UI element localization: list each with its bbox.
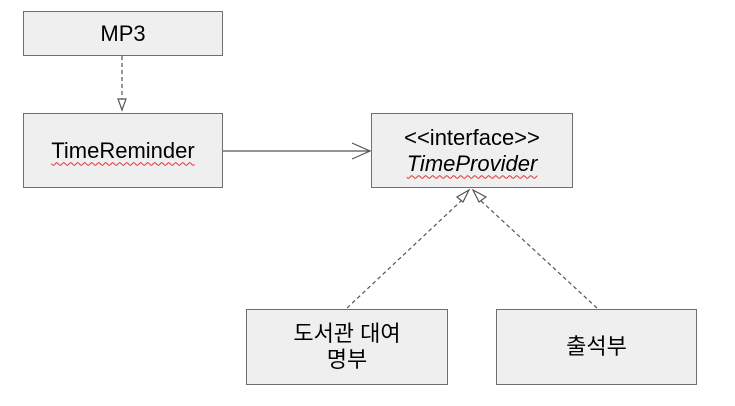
arrowhead-attendance-to-timeprovider: [471, 188, 488, 203]
node-timeprovider-label: TimeProvider: [406, 150, 538, 176]
edge-attendance-to-timeprovider: [479, 199, 598, 309]
node-attendance-book[interactable]: 출석부: [496, 309, 697, 385]
node-timeprovider[interactable]: <<interface>> TimeProvider: [371, 113, 573, 188]
node-library-register-line1: 도서관 대여: [293, 321, 401, 346]
node-mp3[interactable]: MP3: [23, 11, 223, 56]
node-timereminder-label: TimeReminder: [51, 137, 195, 163]
node-library-register-line2: 명부: [326, 347, 368, 372]
arrowhead-library-to-timeprovider: [455, 188, 471, 203]
node-attendance-book-label: 출석부: [566, 334, 627, 359]
node-library-register[interactable]: 도서관 대여 명부: [246, 309, 448, 385]
arrowhead-mp3-to-timereminder: [117, 98, 127, 112]
node-timeprovider-stereotype: <<interface>>: [404, 124, 540, 150]
arrowhead-timereminder-to-timeprovider: [351, 142, 372, 160]
edge-library-to-timeprovider: [346, 199, 463, 309]
node-mp3-label: MP3: [100, 20, 146, 46]
node-timereminder[interactable]: TimeReminder: [23, 113, 223, 188]
